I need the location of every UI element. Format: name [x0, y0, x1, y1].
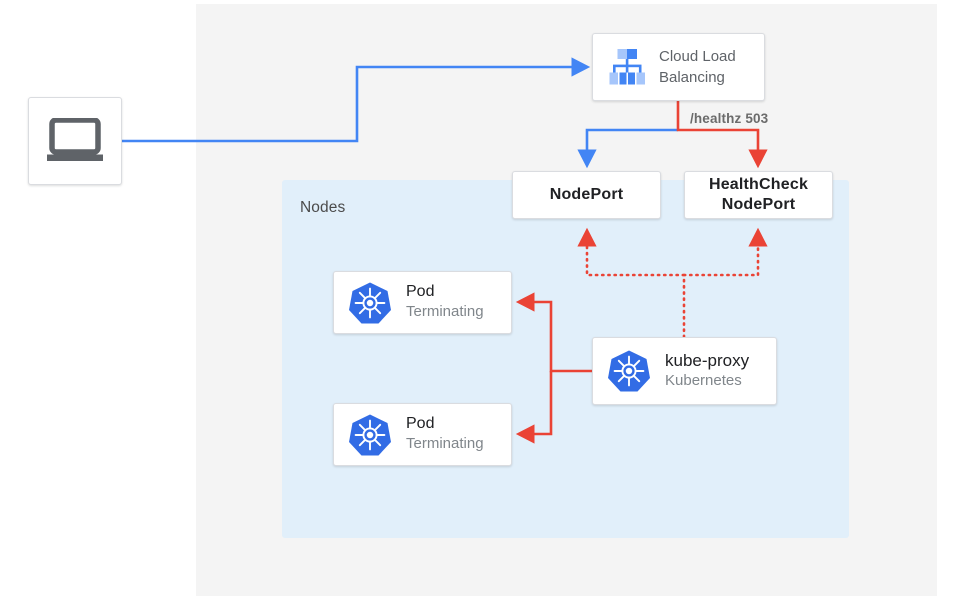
- pod-2-status: Terminating: [406, 435, 484, 453]
- cloud-load-balancing-node: Cloud Load Balancing: [592, 33, 765, 101]
- kube-proxy-title: kube-proxy: [665, 351, 750, 371]
- healthcheck-nodeport-node: HealthCheck NodePort: [684, 171, 833, 219]
- cloud-load-balancing-icon: [609, 49, 645, 85]
- hcnp-line1: HealthCheck: [708, 175, 809, 193]
- kubernetes-icon: [349, 414, 391, 455]
- pod-1-text: Pod Terminating: [406, 283, 484, 321]
- kube-proxy-text: kube-proxy Kubernetes: [665, 351, 749, 391]
- healthcheck-nodeport-label: HealthCheck NodePort: [709, 175, 808, 216]
- kube-proxy-node: kube-proxy Kubernetes: [592, 337, 777, 405]
- laptop-icon: [47, 118, 103, 161]
- client-node: [28, 97, 122, 185]
- cloud-load-balancing-label: Cloud Load Balancing: [659, 46, 736, 89]
- pod-1-status: Terminating: [406, 303, 484, 321]
- pod-node-1: Pod Terminating: [333, 271, 512, 334]
- hcnp-line2: NodePort: [721, 196, 796, 213]
- kubernetes-icon: [608, 350, 650, 392]
- nodes-region-label: Nodes: [300, 199, 346, 216]
- cloud-lb-line1: Cloud Load: [659, 47, 736, 65]
- kubernetes-icon: [349, 282, 391, 323]
- pod-2-text: Pod Terminating: [406, 415, 484, 453]
- nodeport-label: NodePort: [549, 186, 624, 203]
- nodeport-node: NodePort: [512, 171, 661, 219]
- pod-1-title: Pod: [406, 283, 435, 301]
- pod-2-title: Pod: [406, 415, 435, 433]
- pod-node-2: Pod Terminating: [333, 403, 512, 466]
- cloud-lb-line2: Balancing: [659, 69, 725, 86]
- healthz-label: /healthz 503: [690, 111, 769, 126]
- kube-proxy-subtitle: Kubernetes: [665, 372, 742, 390]
